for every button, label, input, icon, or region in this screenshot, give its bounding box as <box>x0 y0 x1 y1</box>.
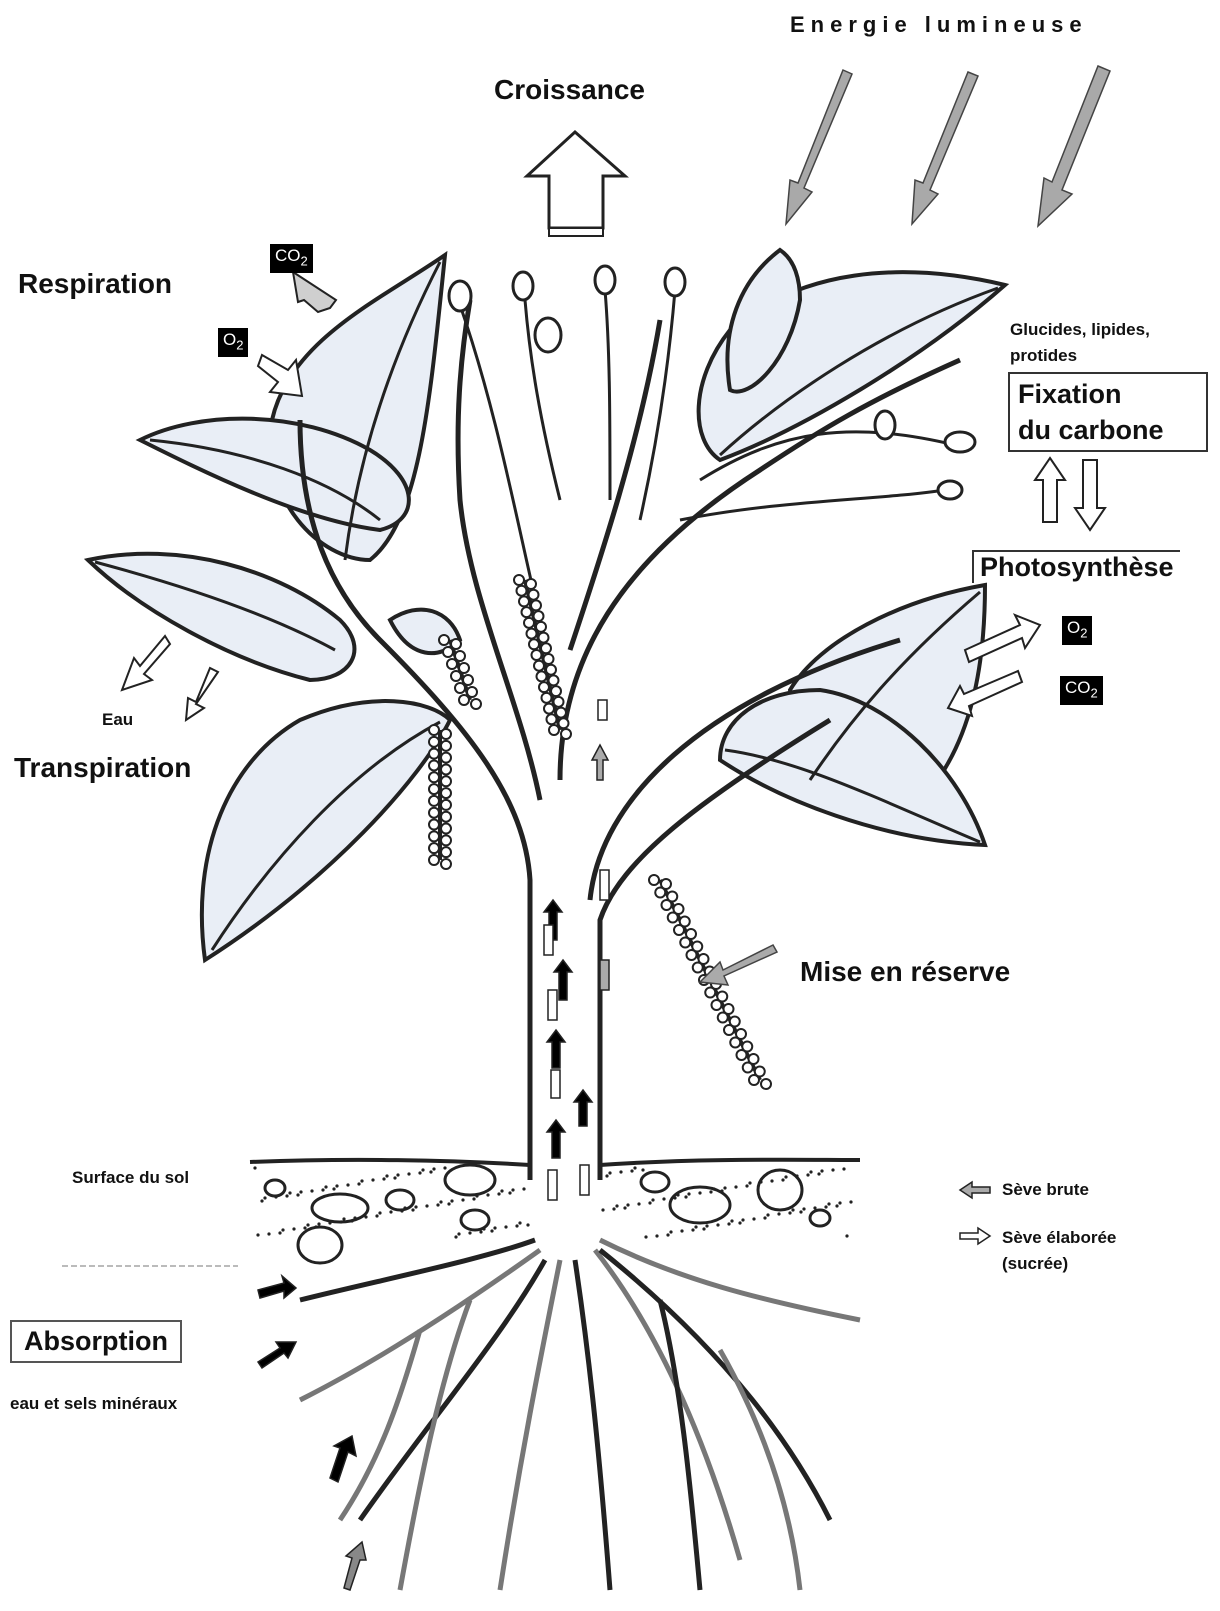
nutrients-label-line1: Glucides, lipides, <box>1010 320 1150 340</box>
water-label: Eau <box>102 710 133 730</box>
storage-label: Mise en réserve <box>800 956 1010 988</box>
roots <box>300 1240 860 1590</box>
legend-arrows <box>960 1182 990 1244</box>
growth-arrow <box>527 132 625 236</box>
co2-badge-photosynthesis: CO2 <box>1060 676 1103 705</box>
leaf-left-middle <box>88 554 354 680</box>
co2-badge-respiration: CO2 <box>270 244 313 273</box>
absorption-sub-label: eau et sels minéraux <box>10 1394 177 1414</box>
nutrients-label-line2: protides <box>1010 346 1077 366</box>
transpiration-arrows <box>122 636 218 720</box>
legend-processed-sap-line1: Sève élaborée <box>1002 1228 1116 1248</box>
growth-label: Croissance <box>494 74 645 106</box>
legend-raw-sap: Sève brute <box>1002 1180 1089 1200</box>
carbon-fixation-box: Fixation du carbone <box>1008 372 1208 452</box>
respiration-label: Respiration <box>18 268 172 300</box>
o2-badge-photosynthesis: O2 <box>1062 616 1092 645</box>
transpiration-label: Transpiration <box>14 752 191 784</box>
o2-badge-respiration: O2 <box>218 328 248 357</box>
light-rays <box>786 66 1110 226</box>
legend-processed-sap-line2: (sucrée) <box>1002 1254 1068 1274</box>
absorption-box: Absorption <box>10 1320 182 1363</box>
carbon-fixation-line1: Fixation <box>1018 376 1198 412</box>
absorption-arrows <box>258 1276 366 1590</box>
leaf-left-lower <box>202 701 450 960</box>
reserve-arrow <box>700 945 777 985</box>
soil-surface-label: Surface du sol <box>72 1168 189 1188</box>
energy-label: Energie lumineuse <box>790 12 1088 38</box>
carbon-fixation-line2: du carbone <box>1018 412 1198 448</box>
photosynthesis-label: Photosynthèse <box>972 550 1180 583</box>
